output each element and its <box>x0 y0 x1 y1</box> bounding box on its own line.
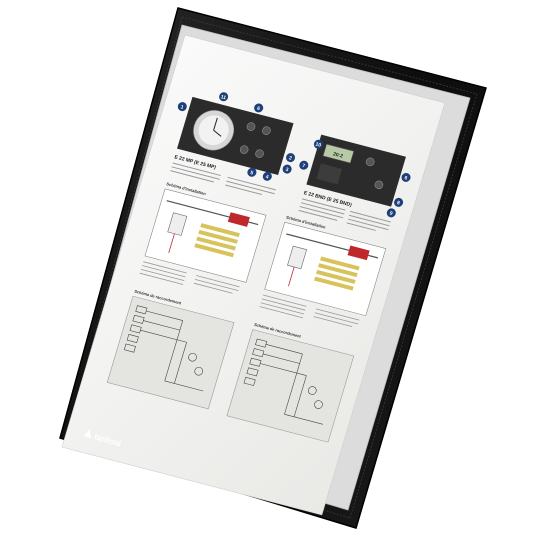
installation-diagram-right <box>264 221 387 317</box>
callout-marker: 5 <box>247 167 257 177</box>
svg-text:1: 1 <box>180 104 185 111</box>
wiring-diagram-left <box>106 295 235 410</box>
description-text-left <box>170 162 276 196</box>
svg-text:7: 7 <box>301 163 306 170</box>
svg-text:2: 2 <box>288 155 293 162</box>
svg-text:6: 6 <box>256 106 261 113</box>
callout-marker: 6 <box>401 172 411 182</box>
svg-text:4: 4 <box>265 174 270 181</box>
svg-text:8: 8 <box>396 200 401 207</box>
installation-diagram-left <box>144 188 267 283</box>
svg-text:10: 10 <box>315 142 322 149</box>
svg-text:9: 9 <box>389 211 394 218</box>
callout-marker: 3 <box>282 164 292 174</box>
callout-marker: 7 <box>299 160 309 170</box>
callout-marker: 8 <box>394 197 404 207</box>
wiring-diagram-right <box>226 329 355 443</box>
callout-marker: 10 <box>313 139 323 149</box>
callout-marker: 4 <box>262 171 272 181</box>
inserted-document: 1 2 3 4 5 6 11 20:2 6 7 8 9 10 E 22 MP (… <box>61 34 446 516</box>
callout-marker: 6 <box>254 103 264 113</box>
callout-marker: 11 <box>219 92 229 101</box>
description-text-right <box>298 198 391 231</box>
installation-legend-right <box>259 294 360 327</box>
svg-text:20:2: 20:2 <box>332 151 344 159</box>
callouts-left: 1 2 3 4 5 6 11 <box>177 92 296 181</box>
callout-marker: 9 <box>386 208 396 218</box>
tarifold-logo-mark <box>83 429 92 439</box>
installation-legend-left <box>139 261 240 294</box>
svg-text:5: 5 <box>249 170 254 177</box>
callout-marker: 2 <box>286 153 296 163</box>
svg-text:3: 3 <box>285 167 290 174</box>
frame-stitching <box>67 16 478 519</box>
digital-display <box>322 144 354 164</box>
product-photo-left <box>177 96 294 176</box>
callouts-right: 6 7 8 9 10 <box>299 139 411 218</box>
callout-marker: 1 <box>177 102 187 112</box>
product-photo-right: 20:2 <box>306 134 406 207</box>
svg-text:11: 11 <box>220 94 227 101</box>
svg-text:6: 6 <box>404 175 409 182</box>
